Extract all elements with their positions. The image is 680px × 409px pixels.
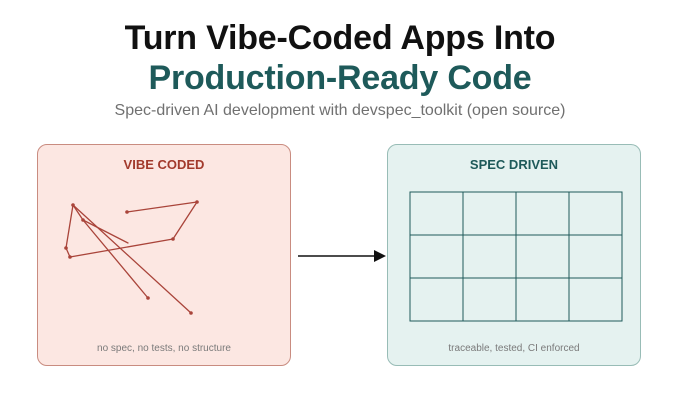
title-line-2: Production-Ready Code: [148, 59, 532, 97]
scribble-stroke: [82, 219, 129, 244]
scribble-node: [189, 311, 193, 315]
scribble-node: [64, 246, 68, 250]
subtitle: Spec-driven AI development with devspec_…: [114, 102, 566, 119]
scribble-node: [171, 237, 175, 241]
scribble-node: [81, 218, 85, 222]
scribble-node: [146, 296, 150, 300]
scribble-stroke: [72, 204, 192, 314]
scribble-node: [68, 255, 72, 259]
spec-driven-panel: SPEC DRIVEN traceable, tested, CI enforc…: [387, 144, 641, 366]
vibe-coded-panel: VIBE CODED no spec, no tests, no structu…: [37, 144, 291, 366]
spec-driven-caption: traceable, tested, CI enforced: [448, 343, 580, 354]
vibe-coded-heading: VIBE CODED: [123, 157, 205, 172]
vibe-coded-caption: no spec, no tests, no structure: [97, 343, 231, 354]
spec-driven-heading: SPEC DRIVEN: [469, 157, 559, 172]
right-arrow-icon: [298, 250, 386, 262]
title-line-1: Turn Vibe-Coded Apps Into: [124, 19, 556, 57]
tangled-lines-illustration: [64, 200, 199, 315]
scribble-node: [71, 203, 75, 207]
scribble-node: [125, 210, 129, 214]
scribble-path: [65, 201, 198, 299]
scribble-node: [195, 200, 199, 204]
structured-grid-illustration: [409, 191, 623, 322]
